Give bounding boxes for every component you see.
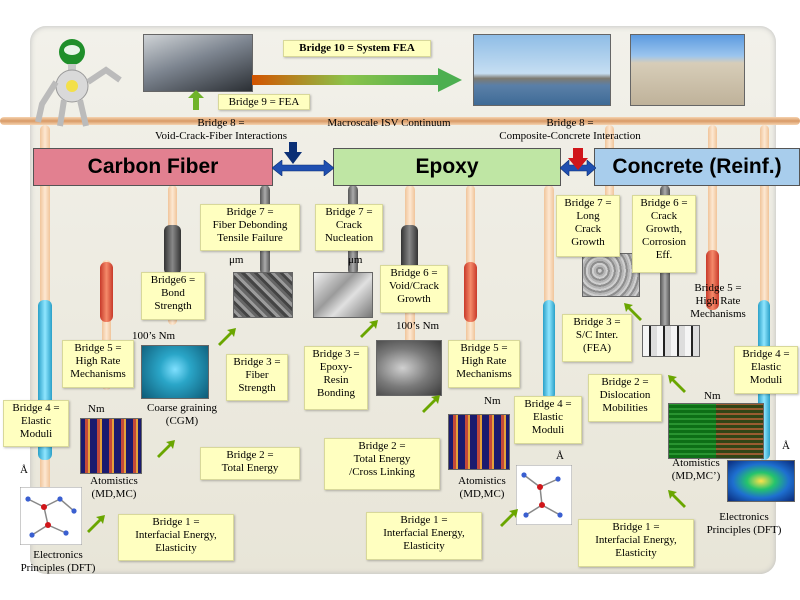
band-carbon-label: Carbon Fiber [87, 155, 219, 178]
concrete-electronics-label: Electronics Principles (DFT) [706, 511, 782, 536]
arrow-icon [157, 440, 175, 458]
epoxy-atomistics-label: Atomistics (MD,MC) [458, 475, 506, 500]
pipe-segment-red [464, 262, 477, 322]
epoxy-bridge3-label: Bridge 3 = Epoxy- Resin Bonding [304, 346, 368, 410]
image-epoxy-dft-molecule [516, 465, 572, 525]
epoxy-bridge7-label: Bridge 7 = Crack Nucleation [315, 204, 383, 251]
photo-bridge [473, 34, 611, 106]
image-void-crack-growth [376, 340, 442, 396]
image-concrete-atomistics [668, 403, 764, 459]
concrete-scale-a: Å [782, 440, 790, 452]
concrete-bridge5-label: Bridge 5 = High Rate Mechanisms [690, 282, 746, 320]
epoxy-bridge1-label: Bridge 1 = Interfacial Energy, Elasticit… [366, 512, 482, 560]
carbon-bridge6-label: Bridge6 = Bond Strength [141, 272, 205, 320]
pipe-segment-dark [401, 225, 418, 275]
carbon-scale-a: Å [20, 464, 28, 476]
bridge8-left-label: Bridge 8 = Void-Crack-Fiber Interactions [154, 117, 288, 142]
band-carbon-fiber: Carbon Fiber [33, 148, 273, 186]
carbon-electronics-label: Electronics Principles (DFT) [20, 549, 96, 574]
epoxy-bridge2-label: Bridge 2 = Total Energy /Cross Linking [324, 438, 440, 490]
image-carbon-dft-molecule [20, 487, 82, 545]
image-sc-interface [642, 325, 700, 357]
arrow-icon [668, 490, 686, 508]
carbon-bridge2-label: Bridge 2 = Total Energy [200, 447, 300, 480]
epoxy-bridge6-label: Bridge 6 = Void/Crack Growth [380, 265, 448, 313]
system-fea-arrow [252, 68, 462, 92]
concrete-bridge3-label: Bridge 3 = S/C Inter. (FEA) [562, 314, 632, 362]
macroscale-label: Macroscale ISV Continuum [327, 117, 451, 129]
pipe-segment-cyan [543, 300, 555, 400]
epoxy-bridge4-label: Bridge 4 = Elastic Moduli [514, 396, 582, 444]
arrow-icon [624, 303, 642, 321]
carbon-bridge5-label: Bridge 5 = High Rate Mechanisms [62, 340, 134, 388]
image-carbon-atomistics [80, 418, 142, 474]
image-crack-nucleation [313, 272, 373, 318]
arrow-icon [500, 509, 518, 527]
pipe-carbon-2 [102, 260, 111, 390]
epoxy-scale-nm: Nm [484, 395, 501, 407]
robot-illustration [35, 39, 122, 127]
arrow-icon [668, 375, 686, 393]
photo-building [630, 34, 745, 106]
band-concrete: Concrete (Reinf.) [594, 148, 800, 186]
image-concrete-dft [727, 460, 795, 502]
epoxy-scale-100nm: 100’s Nm [396, 320, 440, 332]
pipe-segment-red [100, 262, 113, 322]
image-epoxy-atomistics [448, 414, 510, 470]
concrete-atomistics-label: Atomistics (MD,MC’) [671, 457, 721, 482]
bridge8-right-label: Bridge 8 = Composite-Concrete Interactio… [499, 117, 641, 142]
carbon-scale-nm: Nm [88, 403, 105, 415]
pipe-segment-dark [164, 225, 181, 275]
carbon-atomistics-label: Atomistics (MD,MC) [90, 475, 138, 500]
arrow-icon [218, 328, 236, 346]
concrete-bridge1-label: Bridge 1 = Interfacial Energy, Elasticit… [578, 519, 694, 567]
down-arrow-icon [568, 148, 588, 170]
down-arrow-icon [284, 142, 302, 164]
photo-fea-structure [143, 34, 253, 92]
overhead-pipe [0, 117, 800, 125]
concrete-bridge6-label: Bridge 6 = Crack Growth, Corrosion Eff. [632, 195, 696, 273]
band-epoxy: Epoxy [333, 148, 561, 186]
concrete-bridge2-label: Bridge 2 = Dislocation Mobilities [588, 374, 662, 422]
band-concrete-label: Concrete (Reinf.) [612, 155, 782, 178]
carbon-bridge4-label: Bridge 4 = Elastic Moduli [3, 400, 69, 447]
bridge10-label: Bridge 10 = System FEA [283, 40, 431, 57]
concrete-bridge4-label: Bridge 4 = Elastic Moduli [734, 346, 798, 394]
carbon-scale-100nm: 100’s Nm [132, 330, 176, 342]
arrow-icon [422, 395, 440, 413]
arrow-icon [360, 320, 378, 338]
concrete-scale-nm: Nm [704, 390, 721, 402]
band-epoxy-label: Epoxy [415, 155, 479, 178]
pipe-concrete-5 [760, 125, 769, 455]
image-coarse-graining [141, 345, 209, 399]
concrete-bridge7-label: Bridge 7 = Long Crack Growth [556, 195, 620, 257]
bridge9-label: Bridge 9 = FEA [218, 94, 310, 110]
carbon-bridge3-label: Bridge 3 = Fiber Strength [226, 354, 288, 401]
carbon-scale-um: μm [229, 254, 244, 266]
carbon-cgm-label: Coarse graining (CGM) [147, 402, 217, 427]
arrow-icon [87, 515, 105, 533]
epoxy-scale-a: Å [556, 450, 564, 462]
pipe-concrete-4 [708, 125, 717, 295]
pipe-segment-red [706, 250, 719, 310]
epoxy-scale-um: μm [348, 254, 363, 266]
carbon-bridge7-label: Bridge 7 = Fiber Debonding Tensile Failu… [200, 204, 300, 251]
epoxy-bridge5-label: Bridge 5 = High Rate Mechanisms [448, 340, 520, 388]
up-arrow-icon [188, 90, 204, 110]
image-fiber-debonding [233, 272, 293, 318]
carbon-bridge1-label: Bridge 1 = Interfacial Energy, Elasticit… [118, 514, 234, 561]
double-arrow-icon [272, 160, 334, 176]
